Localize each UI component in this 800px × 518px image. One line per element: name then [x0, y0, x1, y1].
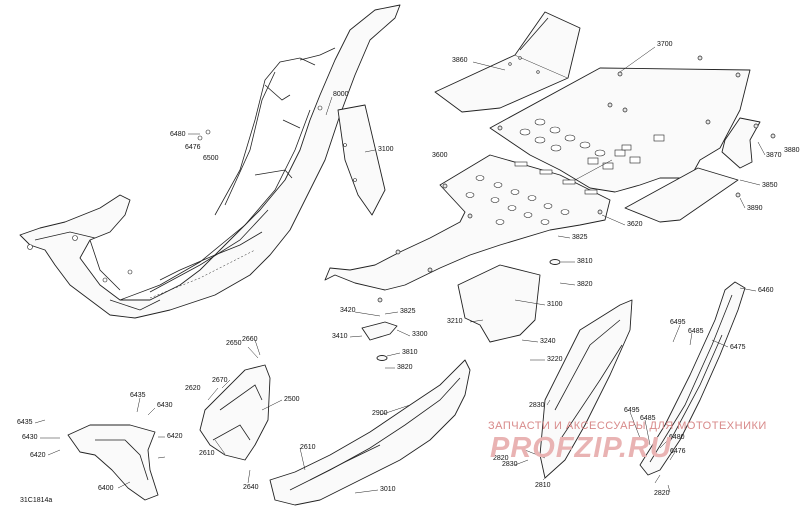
- callout-label: 3240: [540, 338, 556, 345]
- panel-3860: [434, 54, 569, 113]
- callout-label: 6476: [670, 448, 686, 455]
- callout-label: 3850: [762, 182, 778, 189]
- callout-label: 6435: [17, 419, 33, 426]
- callout-label: 6420: [30, 452, 46, 459]
- callout-label: 2810: [535, 482, 551, 489]
- callout-label: 3820: [577, 281, 593, 288]
- callout-label: 2640: [243, 484, 259, 491]
- diagram-reference-code: 31C1814a: [20, 497, 53, 504]
- callout-label: 6475: [730, 344, 746, 351]
- callout-label: 3880: [784, 147, 800, 154]
- callout-label: 6500: [203, 155, 219, 162]
- callout-label: 3810: [402, 349, 418, 356]
- callout-label: 3100: [547, 301, 563, 308]
- panel-6460: [639, 281, 746, 476]
- callout-label: 2820: [493, 455, 509, 462]
- callout-label: 2610: [300, 444, 316, 451]
- floor-plate-3600: [324, 154, 611, 291]
- callout-label: 6430: [22, 434, 38, 441]
- leader-lines: [34, 46, 766, 494]
- panel-3100-upper: [337, 104, 386, 216]
- callout-label: 3860: [452, 57, 468, 64]
- callout-label: 2650: [226, 340, 242, 347]
- callout-label: 3410: [332, 333, 348, 340]
- callout-label: 3420: [340, 307, 356, 314]
- callout-label: 2610: [199, 450, 215, 457]
- callout-label: 6495: [624, 407, 640, 414]
- floor-plate-3600-holes: [465, 161, 598, 225]
- callout-label: 3220: [547, 356, 563, 363]
- callout-label: 3300: [412, 331, 428, 338]
- callout-label: 3620: [627, 221, 643, 228]
- rocker-panel-2900: [269, 359, 471, 506]
- callout-label: 2900: [372, 410, 388, 417]
- callout-label: 3870: [766, 152, 782, 159]
- callout-label: 6480: [170, 131, 186, 138]
- callout-label: 3825: [400, 308, 416, 315]
- callout-label: 2670: [212, 377, 228, 384]
- bracket-3870: [721, 117, 761, 169]
- callout-label: 3700: [657, 41, 673, 48]
- side-body-panel: [19, 4, 401, 319]
- mud-guard-6400: [67, 424, 159, 501]
- watermark-logo: PROFZIP.RU: [490, 432, 672, 464]
- floor-plate-3700: [489, 67, 751, 193]
- callout-label: 2660: [242, 336, 258, 343]
- callout-label: 2620: [185, 385, 201, 392]
- callout-label: 6400: [98, 485, 114, 492]
- callout-label: 6420: [167, 433, 183, 440]
- callout-label: 3820: [397, 364, 413, 371]
- callout-label: 2820: [654, 490, 670, 497]
- callout-label: 3600: [432, 152, 448, 159]
- panel-2500: [199, 364, 271, 461]
- callout-label: 3010: [380, 486, 396, 493]
- callout-label: 6476: [185, 144, 201, 151]
- callout-label: 6430: [157, 402, 173, 409]
- callout-label: 6480: [669, 434, 685, 441]
- bracket-3300: [361, 321, 398, 341]
- callout-label: 3825: [572, 234, 588, 241]
- callout-label: 8000: [333, 91, 349, 98]
- callout-label: 6435: [130, 392, 146, 399]
- floor-plate-3700-holes: [519, 118, 665, 170]
- panel-3860-flap: [514, 11, 581, 79]
- callout-label: 3100: [378, 146, 394, 153]
- callout-label: 6460: [758, 287, 774, 294]
- callout-label: 2500: [284, 396, 300, 403]
- callout-label: 3890: [747, 205, 763, 212]
- watermark-tagline: ЗАПЧАСТИ И АКСЕССУАРЫ ДЛЯ МОТОТЕХНИКИ: [488, 420, 767, 432]
- callout-label: 6485: [640, 415, 656, 422]
- callout-label: 3810: [577, 258, 593, 265]
- panel-3100-lower: [457, 264, 541, 343]
- callout-label: 6495: [670, 319, 686, 326]
- callout-label: 2830: [529, 402, 545, 409]
- callout-label: 6485: [688, 328, 704, 335]
- panel-2830: [539, 299, 633, 479]
- callout-label: 3210: [447, 318, 463, 325]
- callout-label: 2830: [502, 461, 518, 468]
- panel-3850: [624, 167, 739, 223]
